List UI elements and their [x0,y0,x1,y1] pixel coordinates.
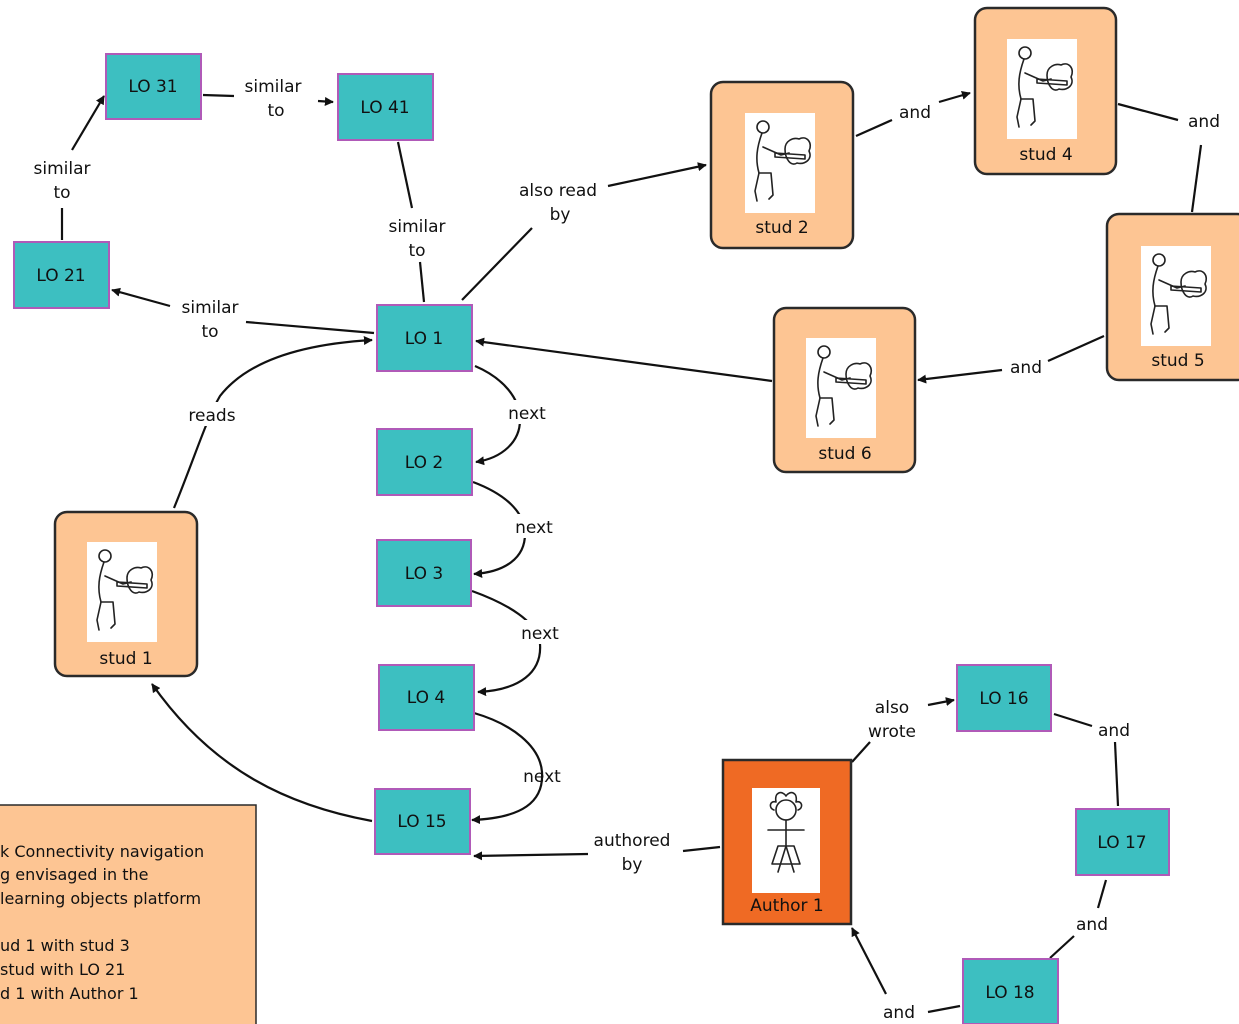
node-label-lo17: LO 17 [1097,833,1146,853]
edge-lo21-lo31: similar to [34,95,105,240]
student-at-computer-icon [1140,245,1212,347]
author-figure-icon [751,787,821,894]
edge-lo18-author1: and [851,927,961,1023]
legend-line-5: ud 1 with stud 3 [0,936,130,955]
node-label-stud1: stud 1 [99,649,152,669]
node-label-lo4: LO 4 [407,688,445,708]
edge-lo16-lo17: and [1053,712,1130,807]
node-stud4[interactable]: stud 4 [973,6,1118,176]
edge-label-reads: reads [188,406,235,426]
edge-label-next-2: next [515,518,553,538]
node-lo31[interactable]: LO 31 [105,53,202,120]
edge-label-next-3: next [521,624,559,644]
legend-line-7: d 1 with Author 1 [0,984,139,1003]
legend-line-6: stud with LO 21 [0,960,125,979]
edge-label-and-6: and [883,1003,915,1023]
node-label-stud6: stud 6 [818,444,871,464]
edge-author1-lo16: also wrote [851,697,955,763]
node-label-lo31: LO 31 [128,77,177,97]
legend-box: k Connectivity navigation g envisaged in… [0,804,257,1024]
node-lo2[interactable]: LO 2 [376,428,473,496]
edge-stud6-lo1 [475,337,773,383]
edge-lo15-stud1 [151,683,373,823]
edge-label-authored-a: authored [594,831,671,851]
node-lo16[interactable]: LO 16 [956,664,1052,732]
node-label-stud2: stud 2 [755,218,808,238]
edge-lo1-lo21: similar to [111,287,375,342]
edge-lo4-lo15: next [471,711,561,825]
node-label-lo41: LO 41 [360,98,409,118]
edge-label-similar-2b: to [267,101,284,121]
node-lo1[interactable]: LO 1 [376,304,473,372]
node-label-stud4: stud 4 [1019,145,1072,165]
edge-label-and-3: and [1010,358,1042,378]
node-lo4[interactable]: LO 4 [378,664,475,731]
node-stud5[interactable]: stud 5 [1105,212,1239,382]
node-label-lo1: LO 1 [405,329,443,349]
node-label-lo21: LO 21 [36,266,85,286]
node-label-lo15: LO 15 [397,812,446,832]
node-label-lo18: LO 18 [985,983,1034,1003]
node-lo15[interactable]: LO 15 [374,788,471,855]
edge-label-and-2: and [1188,112,1220,132]
edge-label-also-read-a: also read [519,181,597,201]
node-lo17[interactable]: LO 17 [1075,808,1170,876]
edge-label-and-1: and [899,103,931,123]
edges: similar to similar to similar to similar… [34,77,1220,1023]
edge-label-similar-3b: to [408,241,425,261]
edge-lo1-stud2: also read by [461,162,707,301]
edge-label-also-wrote-a: also [875,698,909,718]
node-label-lo3: LO 3 [405,564,443,584]
student-at-computer-icon [805,337,877,439]
node-lo18[interactable]: LO 18 [962,958,1059,1024]
node-stud2[interactable]: stud 2 [709,80,855,250]
edge-label-similar-1b: to [53,183,70,203]
edge-lo3-lo4: next [471,589,564,697]
edge-label-authored-b: by [622,855,643,875]
node-label-author1: Author 1 [750,896,823,916]
edge-lo17-lo18: and [1049,879,1108,959]
edge-lo1-lo2: next [474,364,549,466]
lo-nodes: LO 31 LO 41 LO 21 LO 1 LO 2 LO 3 LO 4 L [13,53,1170,1024]
edge-label-next-1: next [508,404,546,424]
node-label-stud5: stud 5 [1151,351,1204,371]
node-stud6[interactable]: stud 6 [772,306,917,474]
edge-label-similar-4a: similar [182,298,239,318]
student-nodes: stud 1 stud 2 stud 4 stud 5 stud 6 [53,6,1239,678]
node-lo3[interactable]: LO 3 [376,539,472,607]
edge-label-similar-2a: similar [245,77,302,97]
edge-label-similar-1a: similar [34,159,91,179]
edge-stud5-stud6: and [917,334,1105,384]
edge-stud2-stud4: and [855,90,971,138]
student-at-computer-icon [86,541,158,643]
student-at-computer-icon [744,112,816,214]
edge-author1-lo15: authored by [473,831,721,875]
legend-line-1: k Connectivity navigation [0,842,204,861]
edge-label-similar-3a: similar [389,217,446,237]
edge-label-and-5: and [1076,915,1108,935]
edge-label-and-4: and [1098,721,1130,741]
node-lo21[interactable]: LO 21 [13,241,110,309]
edge-lo2-lo3: next [472,480,558,578]
edge-label-similar-4b: to [201,322,218,342]
legend-line-2: g envisaged in the [0,865,148,884]
node-label-lo2: LO 2 [405,453,443,473]
edge-label-also-read-b: by [550,205,571,225]
node-label-lo16: LO 16 [979,689,1028,709]
edge-stud4-stud5: and [1117,102,1220,213]
student-at-computer-icon [1006,38,1078,140]
legend-line-3: learning objects platform [0,889,201,908]
edge-stud1-lo1: reads [172,335,373,509]
edge-label-also-wrote-b: wrote [868,722,916,742]
edge-lo31-lo41: similar to [202,77,334,121]
node-stud1[interactable]: stud 1 [53,510,199,678]
edge-lo41-lo1: similar to [389,141,446,303]
edge-label-next-4: next [523,767,561,787]
node-author1[interactable]: Author 1 [721,758,853,926]
node-lo41[interactable]: LO 41 [337,73,434,141]
